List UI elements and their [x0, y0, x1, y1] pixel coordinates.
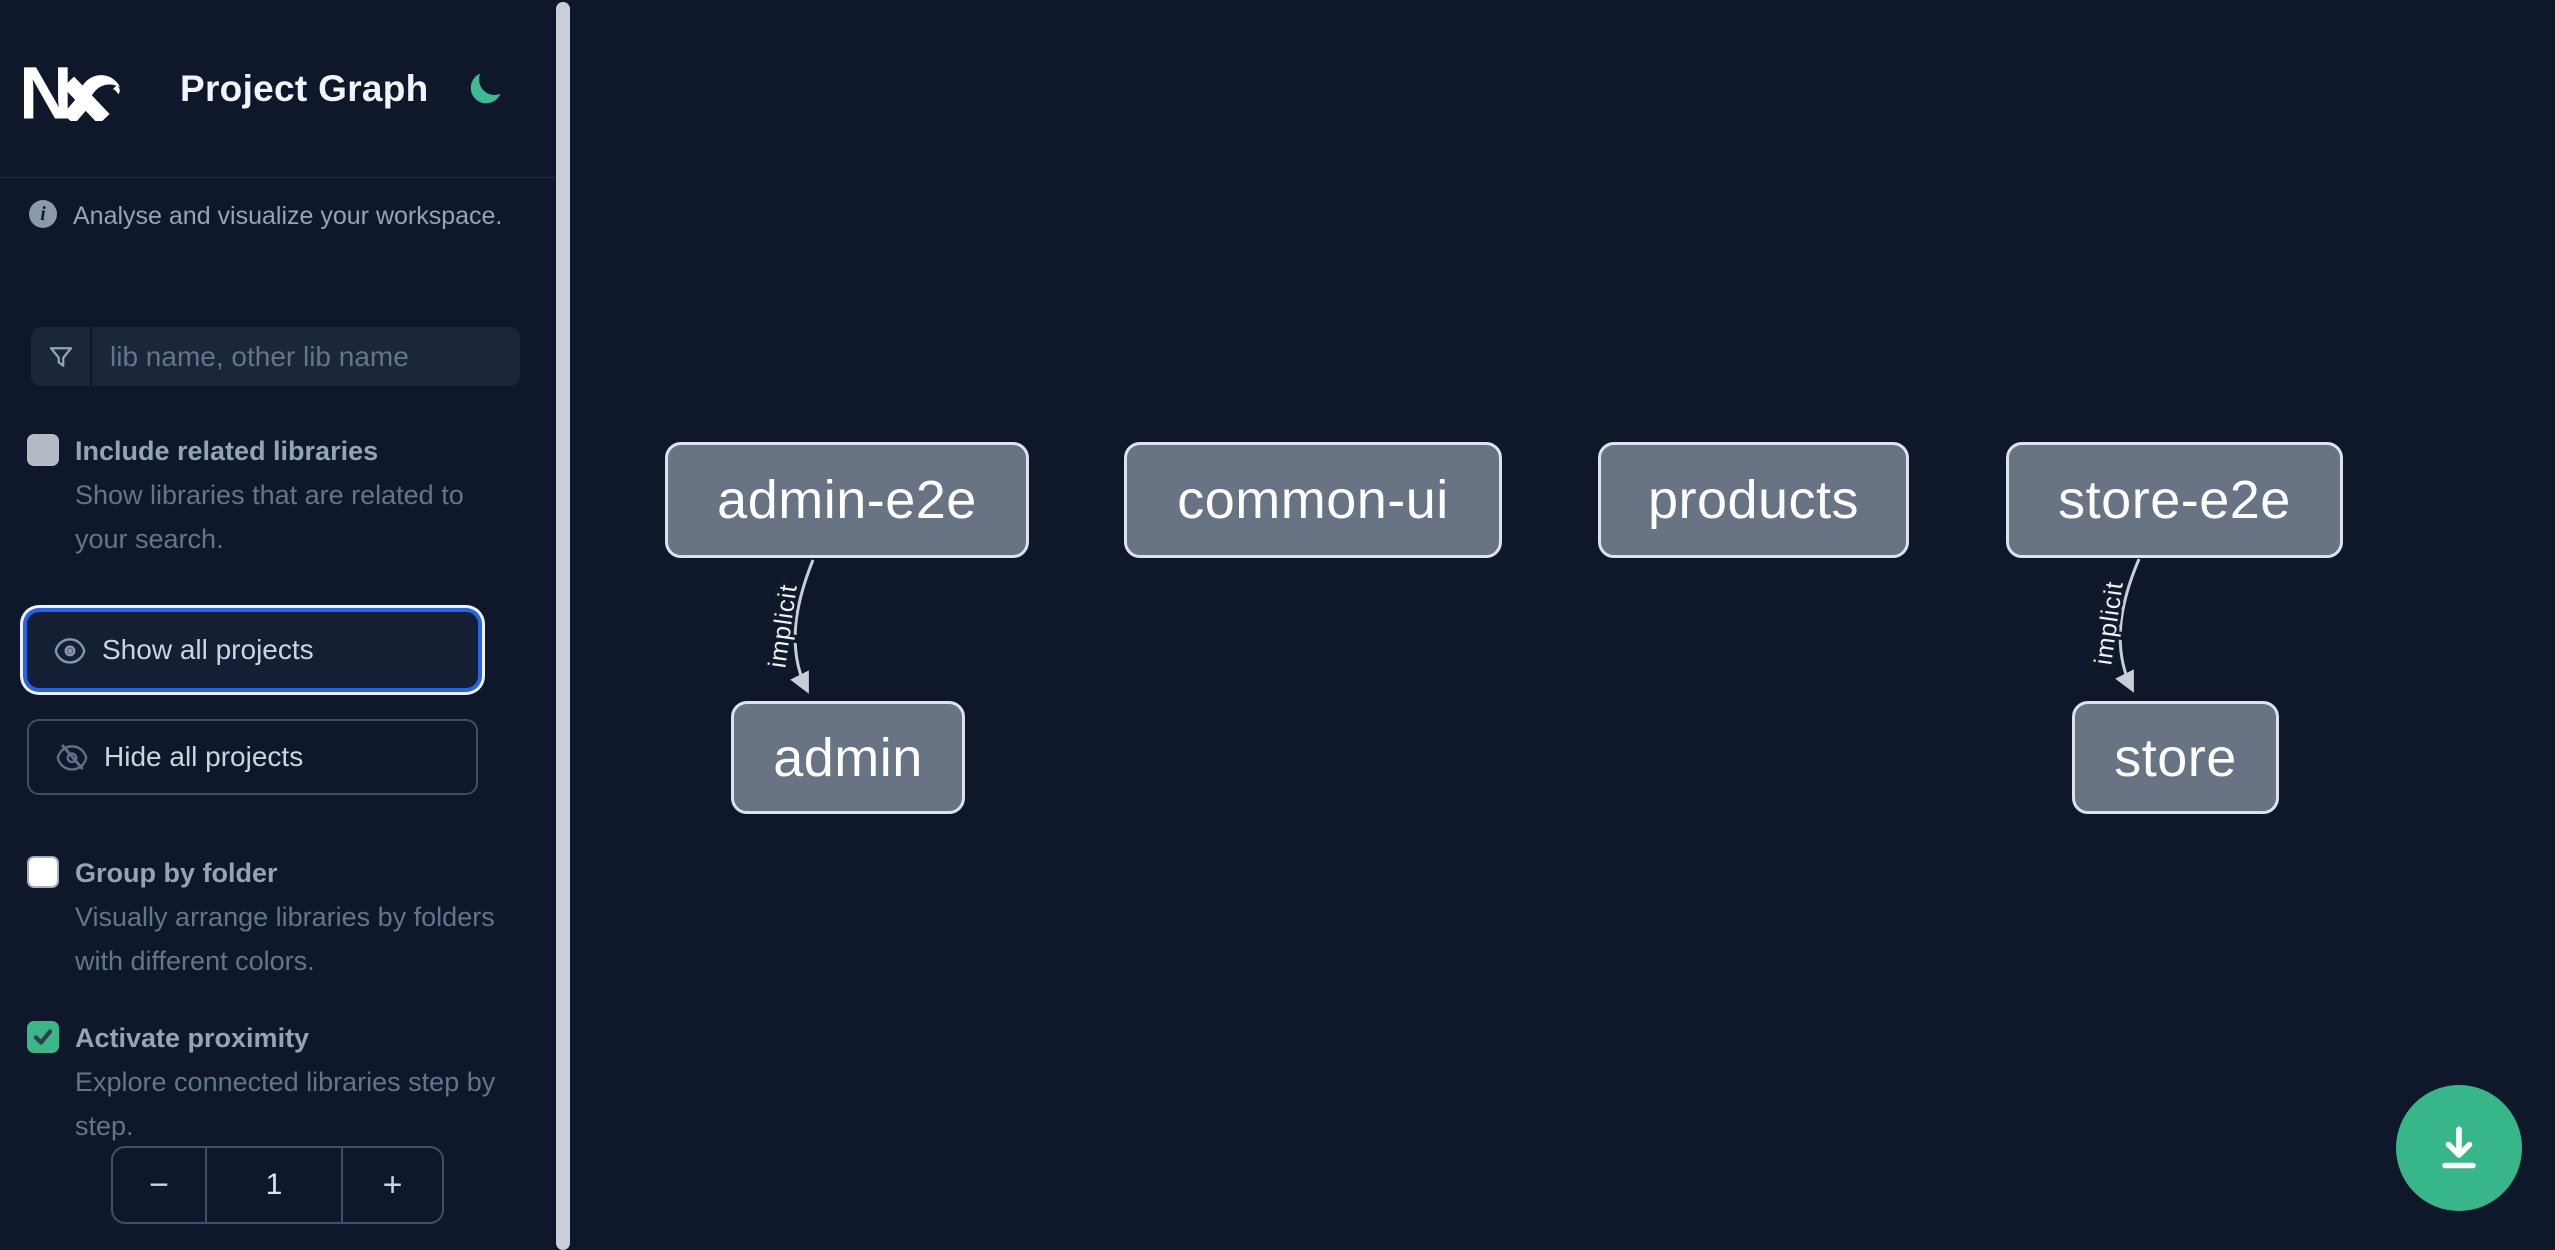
option-label: Activate proximity	[75, 1023, 310, 1053]
project-node-admin-e2e[interactable]: admin-e2e	[665, 442, 1029, 558]
option-activate-proximity[interactable]: Activate proximity Explore connected lib…	[27, 1016, 505, 1148]
proximity-depth-value: 1	[205, 1148, 343, 1222]
graph-canvas[interactable]: implicit implicit admin-e2e common-ui pr…	[570, 0, 2555, 1247]
nx-logo: N	[24, 57, 121, 121]
project-node-store-e2e[interactable]: store-e2e	[2006, 442, 2343, 558]
include-related-checkbox[interactable]	[27, 434, 59, 466]
dark-mode-toggle-button[interactable]	[463, 67, 507, 111]
option-description: Explore connected libraries step by step…	[75, 1067, 496, 1141]
decrement-button[interactable]: −	[113, 1148, 205, 1222]
hide-all-projects-button[interactable]: Hide all projects	[27, 719, 478, 795]
project-node-products[interactable]: products	[1598, 442, 1909, 558]
sidebar: N Project Graph i Analyse and visualize …	[0, 0, 557, 1247]
edge-store-e2e-to-store: implicit	[2086, 558, 2141, 693]
moon-icon	[470, 73, 501, 103]
option-label: Group by folder	[75, 858, 278, 888]
sidebar-header: N Project Graph	[0, 0, 557, 178]
project-node-common-ui[interactable]: common-ui	[1124, 442, 1502, 558]
funnel-icon-cell	[31, 327, 92, 386]
hide-all-projects-label: Hide all projects	[104, 741, 304, 772]
project-node-store[interactable]: store	[2072, 701, 2279, 814]
download-graph-button[interactable]	[2396, 1085, 2522, 1211]
eye-off-icon	[56, 743, 88, 771]
show-all-projects-button[interactable]: Show all projects	[27, 612, 478, 688]
option-group-by-folder[interactable]: Group by folder Visually arrange librari…	[27, 851, 505, 983]
check-icon	[33, 1029, 53, 1045]
graph-edges: implicit implicit	[760, 558, 2141, 694]
sidebar-scrollbar[interactable]	[556, 2, 570, 1250]
option-label: Include related libraries	[75, 436, 379, 466]
search-box	[31, 327, 520, 386]
show-all-projects-label: Show all projects	[102, 634, 314, 665]
activate-proximity-checkbox[interactable]	[27, 1021, 59, 1053]
group-by-folder-checkbox[interactable]	[27, 856, 59, 888]
increment-button[interactable]: +	[343, 1148, 442, 1222]
download-icon	[2442, 1126, 2476, 1169]
search-input[interactable]	[92, 327, 520, 386]
edge-label: implicit	[2089, 579, 2128, 666]
tagline: i Analyse and visualize your workspace.	[29, 200, 529, 231]
tagline-text: Analyse and visualize your workspace.	[73, 202, 503, 230]
proximity-depth-stepper: − 1 +	[111, 1146, 444, 1224]
svg-text:N: N	[24, 57, 73, 121]
page-title: Project Graph	[180, 67, 429, 109]
eye-icon	[54, 638, 86, 664]
option-include-related-libraries[interactable]: Include related libraries Show libraries…	[27, 429, 505, 561]
info-icon: i	[29, 200, 57, 228]
edge-admin-e2e-to-admin: implicit	[760, 559, 815, 694]
option-description: Show libraries that are related to your …	[75, 480, 464, 554]
project-node-admin[interactable]: admin	[731, 701, 965, 814]
funnel-icon	[49, 346, 72, 367]
option-description: Visually arrange libraries by folders wi…	[75, 902, 495, 976]
